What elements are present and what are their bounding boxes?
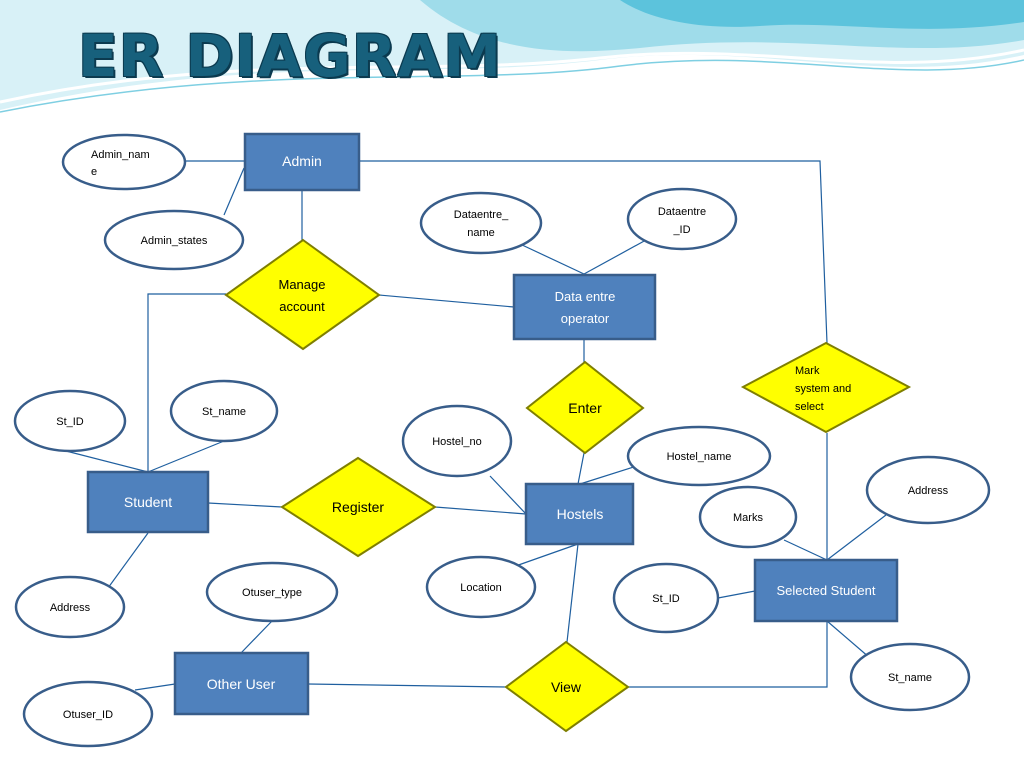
attribute-label: St_name	[202, 406, 246, 418]
connector	[147, 293, 226, 472]
attribute-label: Otuser_type	[242, 587, 302, 599]
attribute-label: Dataentre_ID	[658, 206, 706, 236]
connector	[826, 514, 887, 561]
relationship-view[interactable]: View	[504, 640, 630, 733]
connector	[359, 160, 828, 344]
connector	[826, 620, 871, 659]
connector-lines	[65, 160, 887, 691]
connector	[566, 543, 579, 643]
attribute-st-name-student[interactable]: St_name	[169, 379, 279, 443]
connector	[107, 532, 149, 589]
connector	[577, 452, 585, 485]
attribute-st-name-selected[interactable]: St_name	[849, 642, 971, 712]
attribute-label: St_name	[888, 672, 932, 684]
relationship-register[interactable]: Register	[280, 456, 437, 558]
attribute-hostel-name[interactable]: Hostel_name	[626, 425, 772, 487]
entity-admin[interactable]: Admin	[243, 132, 361, 192]
connector	[134, 683, 176, 691]
connector	[207, 502, 283, 508]
relationship-enter[interactable]: Enter	[525, 360, 645, 455]
connector	[434, 506, 527, 515]
connector	[489, 475, 527, 515]
attribute-location[interactable]: Location	[425, 555, 537, 619]
entity-other-user[interactable]: Other User	[173, 651, 310, 716]
connector	[583, 239, 647, 275]
attribute-label: Otuser_ID	[63, 709, 113, 721]
connector	[147, 440, 225, 473]
entity-label: Hostels	[557, 506, 604, 522]
entity-label: Other User	[207, 676, 276, 692]
attribute-dataentre-name[interactable]: Dataentre_name	[419, 191, 543, 255]
connector	[65, 450, 149, 473]
relationship-label: View	[551, 679, 582, 695]
connector	[783, 539, 828, 561]
header-wave-decoration	[0, 0, 1024, 113]
attribute-label: Address	[908, 485, 949, 497]
attribute-address-student[interactable]: Address	[14, 575, 126, 639]
connector	[628, 621, 828, 688]
attribute-address-selected[interactable]: Address	[865, 455, 991, 525]
attribute-hostel-no[interactable]: Hostel_no	[401, 404, 513, 478]
entity-student[interactable]: Student	[86, 470, 210, 534]
connector	[223, 167, 245, 216]
entity-label: Selected Student	[776, 583, 875, 598]
connector	[519, 243, 585, 275]
attribute-marks[interactable]: Marks	[698, 485, 798, 549]
attribute-label: St_ID	[652, 593, 680, 605]
attribute-label: Hostel_no	[432, 436, 482, 448]
entity-hostels[interactable]: Hostels	[524, 482, 635, 546]
connector	[240, 620, 273, 654]
attribute-otuser-id[interactable]: Otuser_ID	[22, 680, 154, 748]
connector	[579, 464, 641, 485]
attribute-label: St_ID	[56, 416, 84, 428]
relationship-label: Register	[332, 499, 384, 515]
connector	[378, 294, 515, 308]
slide-title: ER DIAGRAM	[78, 22, 502, 90]
entity-selected-student[interactable]: Selected Student	[753, 558, 899, 623]
entity-label: Admin	[282, 153, 322, 169]
connector	[307, 683, 507, 688]
attribute-dataentre-id[interactable]: Dataentre_ID	[626, 187, 738, 251]
attribute-st-id-student[interactable]: St_ID	[13, 389, 127, 453]
attribute-label: Location	[460, 582, 502, 594]
attribute-otuser-type[interactable]: Otuser_type	[205, 561, 339, 623]
attribute-label: Address	[50, 602, 91, 614]
attribute-label: Marks	[733, 512, 763, 524]
connector	[717, 590, 756, 599]
entity-label: Student	[124, 494, 172, 510]
attribute-st-id-selected[interactable]: St_ID	[612, 562, 720, 634]
connector	[509, 543, 579, 569]
relationship-label: Enter	[568, 400, 602, 416]
attribute-label: Hostel_name	[667, 451, 732, 463]
attribute-label: Dataentre_name	[454, 209, 509, 239]
attribute-label: Admin_states	[141, 235, 208, 247]
attribute-admin-states[interactable]: Admin_states	[103, 209, 245, 271]
